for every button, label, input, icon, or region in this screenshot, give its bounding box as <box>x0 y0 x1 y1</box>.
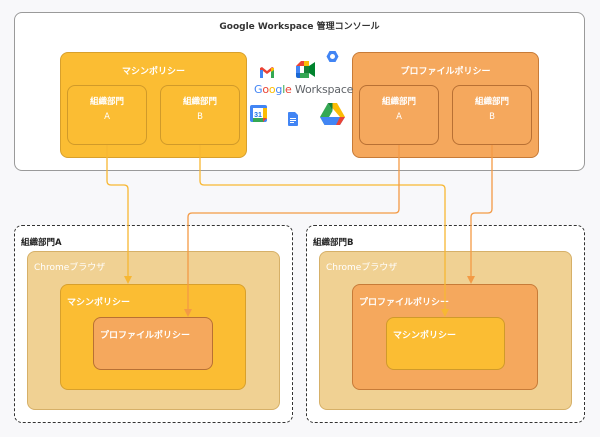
google-wordmark: Google <box>254 83 292 96</box>
workspace-wordmark: Workspace <box>294 83 354 96</box>
org-B-machine-policy: マシンポリシー <box>386 317 505 370</box>
org-B-chrome-label: Chromeブラウザ <box>326 263 398 273</box>
org-B-profile-policy-label: プロファイルポリシー <box>359 298 450 308</box>
machine-policy-org-B: 組織部門 B <box>160 85 240 145</box>
docs-icon <box>288 112 298 126</box>
org-letter: B <box>197 112 203 122</box>
drive-icon <box>320 103 345 125</box>
org-label: 組織部門 <box>474 97 509 107</box>
org-label: 組織部門 <box>182 97 217 107</box>
org-letter: A <box>104 112 110 122</box>
org-A-chrome-label: Chromeブラウザ <box>34 263 106 273</box>
meet-icon <box>296 61 315 78</box>
gmail-icon <box>260 67 274 78</box>
org-label: 組織部門 <box>381 97 416 107</box>
org-A-machine-policy-label: マシンポリシー <box>67 298 131 308</box>
admin-console-title: Google Workspace 管理コンソール <box>219 22 380 32</box>
org-letter: B <box>489 112 495 122</box>
org-B-machine-policy-label: マシンポリシー <box>393 331 457 341</box>
calendar-day: 31 <box>254 112 262 119</box>
profile-policy-org-B: 組織部門 B <box>452 85 532 145</box>
machine-policy-org-A: 組織部門 A <box>67 85 147 145</box>
profile-policy-title: プロファイルポリシー <box>400 67 491 77</box>
org-A-profile-policy-label: プロファイルポリシー <box>100 331 191 341</box>
org-unit-B-label: 組織部門B <box>313 238 354 248</box>
org-label: 組織部門 <box>89 97 124 107</box>
admin-icon <box>326 51 339 62</box>
google-workspace-logo: Google Workspace 31 <box>250 51 353 132</box>
org-letter: A <box>396 112 402 122</box>
profile-policy-org-A: 組織部門 A <box>359 85 439 145</box>
calendar-icon: 31 <box>250 105 267 122</box>
org-A-profile-policy: プロファイルポリシー <box>93 317 213 370</box>
machine-policy-title: マシンポリシー <box>121 67 185 77</box>
org-unit-A-label: 組織部門A <box>21 238 62 248</box>
google-workspace-wordmark: Google Workspace <box>254 83 353 96</box>
